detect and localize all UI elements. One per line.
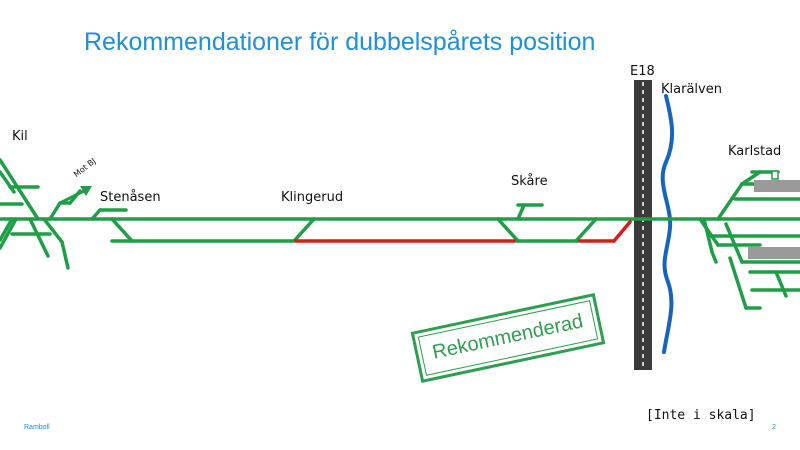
klaralven-river [660,94,675,354]
page-title: Rekommendationer för dubbelspårets posit… [84,28,596,56]
label-skare: Skåre [511,174,548,189]
railway-tracks [0,158,800,310]
page-number: 2 [772,424,776,431]
scale-note: [Inte i skala] [646,408,756,423]
footer-brand: Ramboll [24,424,50,431]
recommended-double-track [294,220,632,243]
karlstad-track-end [771,170,779,180]
label-karlstad: Karlstad [728,144,782,159]
e18-road [634,80,652,370]
karlstad-platform-1 [754,180,800,192]
label-klaralven: Klarälven [661,82,722,97]
label-e18: E18 [630,64,655,79]
label-stenasen: Stenåsen [100,190,161,205]
label-klingerud: Klingerud [281,190,344,205]
mot-bj-arrow [59,186,92,205]
label-kil: Kil [12,129,28,144]
karlstad-platform-2 [748,247,800,259]
